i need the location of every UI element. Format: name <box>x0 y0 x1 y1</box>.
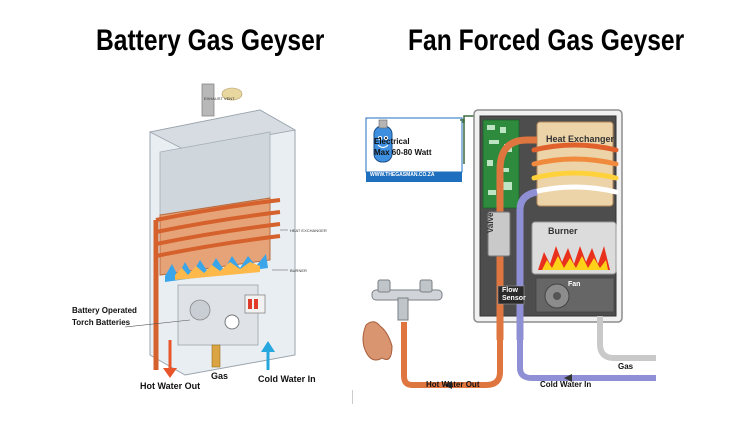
heat-exchanger-coils <box>155 198 281 258</box>
electrical-label-line2: Max 60-80 Watt <box>374 148 432 157</box>
hot-pipe-internal <box>496 136 537 340</box>
left-cold-water-in-label: Cold Water In <box>258 374 316 384</box>
cold-pipe-internal <box>516 188 538 340</box>
right-hot-water-out-label: Hot Water Out <box>426 380 480 389</box>
burner-flames <box>165 254 268 282</box>
hot-pipe-external <box>401 318 503 388</box>
baseline <box>352 390 353 404</box>
hot-out-arrow-icon <box>163 368 177 378</box>
burner-flames-icon <box>538 246 610 270</box>
valve-assembly <box>177 284 259 346</box>
right-cold-water-in-label: Cold Water In <box>540 380 592 389</box>
right-heat-exchanger-label: Heat Exchanger <box>546 134 615 144</box>
cold-in-arrow-icon <box>261 341 275 352</box>
casing-top <box>148 109 297 151</box>
valve-label: Valve <box>486 212 495 233</box>
left-heat-exchanger-label: HEAT EXCHANGER <box>290 228 327 233</box>
left-burner-label: BURNER <box>290 268 307 273</box>
gas-pipe <box>597 316 656 361</box>
control-knob <box>224 314 240 330</box>
right-burner-label: Burner <box>548 226 578 236</box>
flow-sensor-label-line1: Flow <box>502 287 518 294</box>
right-title: Fan Forced Gas Geyser <box>408 24 685 57</box>
gas-inlet-fitting <box>211 344 221 368</box>
exhaust-vent-label: EXHAUST VENT <box>204 96 235 101</box>
left-gas-label: Gas <box>211 371 229 381</box>
diaphragm-valve <box>189 299 211 321</box>
exhaust-pipe <box>201 83 215 117</box>
battery-cell <box>254 299 258 309</box>
fan-forced-geyser-diagram <box>362 109 656 389</box>
electrical-label-line1: Electrical <box>374 137 410 146</box>
battery-geyser-diagram <box>124 83 297 378</box>
tap-icon[interactable] <box>371 279 443 321</box>
battery-pointer <box>124 319 191 328</box>
valve-body <box>487 211 511 257</box>
battery-cell <box>248 299 252 309</box>
fan-label: Fan <box>568 281 581 288</box>
exhaust-hood <box>221 87 243 101</box>
logo-url: WWW.THEGASMAN.CO.ZA <box>370 172 435 178</box>
left-title: Battery Gas Geyser <box>96 24 325 57</box>
right-gas-label: Gas <box>618 362 634 371</box>
hot-flow-arrow-icon <box>444 381 452 389</box>
cold-pipe-external <box>517 318 656 381</box>
gasman-logo <box>365 117 463 182</box>
flow-sensor-box <box>497 285 525 305</box>
heat-exchanger-coils <box>531 142 619 195</box>
battery-label-line2: Torch Batteries <box>72 318 131 327</box>
hot-water-splash-icon <box>362 321 393 361</box>
cold-flow-arrow-icon <box>564 374 572 382</box>
battery-label-line1: Battery Operated <box>72 306 137 315</box>
flow-sensor-label-line2: Sensor <box>502 295 526 302</box>
left-hot-water-out-label: Hot Water Out <box>140 381 201 391</box>
